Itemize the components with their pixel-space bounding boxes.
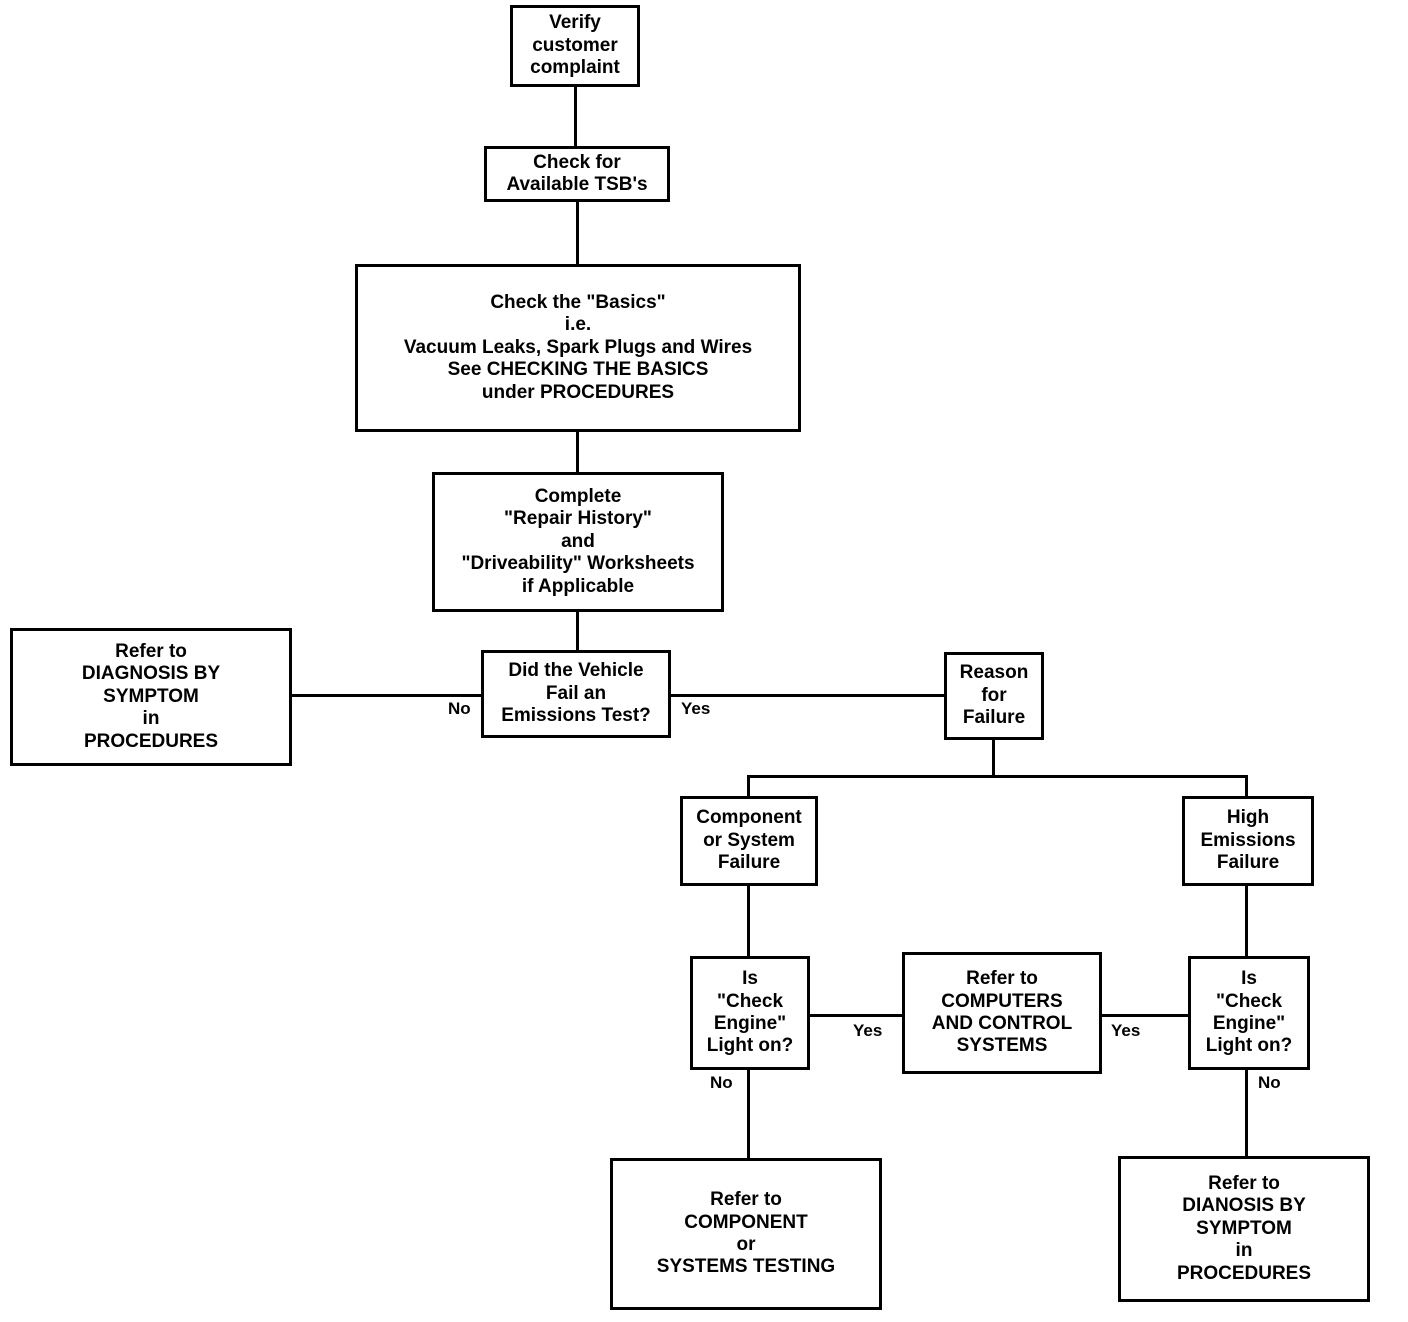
edge-branch-bar xyxy=(747,775,1248,778)
node-line: Verify xyxy=(549,12,601,34)
node-complete-worksheets[interactable]: Complete "Repair History" and "Driveabil… xyxy=(432,472,724,612)
node-line: in xyxy=(142,708,160,730)
node-line: Engine" xyxy=(713,1013,787,1034)
node-line: COMPUTERS xyxy=(941,990,1063,1012)
node-line: i.e. xyxy=(564,314,592,336)
edge-basics-to-worksheets xyxy=(576,430,579,474)
node-line: High xyxy=(1226,807,1270,829)
edge-label-fail-yes: Yes xyxy=(680,699,712,718)
node-line: DIANOSIS BY xyxy=(1182,1195,1306,1217)
node-line: "Repair History" xyxy=(504,508,652,530)
edge-failtest-no-to-diagnosis xyxy=(290,694,483,697)
node-high-emissions-failure[interactable]: High Emissions Failure xyxy=(1182,796,1314,886)
edge-branch-to-component xyxy=(747,775,750,798)
node-line: AND CONTROL xyxy=(931,1013,1073,1034)
node-refer-computers-and-control-systems[interactable]: Refer to COMPUTERS AND CONTROL SYSTEMS xyxy=(902,952,1102,1074)
node-line: in xyxy=(1235,1240,1253,1262)
node-line: "Check xyxy=(1215,990,1283,1012)
node-line: See CHECKING THE BASICS xyxy=(447,359,709,381)
node-refer-diagnosis-by-symptom[interactable]: Refer to DIAGNOSIS BY SYMPTOM in PROCEDU… xyxy=(10,628,292,766)
node-line: Fail an xyxy=(545,682,607,704)
edge-cel-left-yes-to-computers xyxy=(808,1014,904,1017)
node-line: Did the Vehicle xyxy=(508,660,644,682)
node-line: DIAGNOSIS BY xyxy=(81,663,221,685)
node-line: "Check xyxy=(716,990,784,1012)
node-line: Refer to xyxy=(115,640,187,662)
node-line: SYSTEMS TESTING xyxy=(656,1256,836,1278)
node-line: Refer to xyxy=(1208,1172,1280,1194)
node-line: if Applicable xyxy=(521,575,635,597)
node-line: Emissions Test? xyxy=(501,705,651,727)
node-did-vehicle-fail-emissions-test[interactable]: Did the Vehicle Fail an Emissions Test? xyxy=(481,650,671,738)
node-line: SYMPTOM xyxy=(1196,1217,1292,1239)
edge-tsb-to-basics xyxy=(576,200,579,266)
node-check-engine-light-on-left[interactable]: Is "Check Engine" Light on? xyxy=(690,956,810,1070)
node-line: Check for xyxy=(533,151,621,173)
node-line: or System xyxy=(703,829,795,851)
node-line: Failure xyxy=(962,707,1026,729)
edge-label-cel-left-yes: Yes xyxy=(852,1021,884,1040)
node-line: complaint xyxy=(530,57,620,79)
node-line: SYMPTOM xyxy=(103,685,199,707)
edge-worksheets-to-failtest xyxy=(576,610,579,652)
node-refer-dianosis-by-symptom[interactable]: Refer to DIANOSIS BY SYMPTOM in PROCEDUR… xyxy=(1118,1156,1370,1302)
edge-label-cel-right-yes: Yes xyxy=(1110,1021,1142,1040)
edge-label-cel-right-no: No xyxy=(1257,1073,1282,1092)
node-line: Component xyxy=(696,807,802,829)
edge-component-to-cel-left xyxy=(747,884,750,958)
node-check-engine-light-on-right[interactable]: Is "Check Engine" Light on? xyxy=(1188,956,1310,1070)
node-line: and xyxy=(561,530,595,552)
node-reason-for-failure[interactable]: Reason for Failure xyxy=(944,652,1044,740)
node-line: SYSTEMS xyxy=(956,1035,1048,1057)
node-line: PROCEDURES xyxy=(83,730,219,752)
node-line: or xyxy=(736,1234,756,1255)
node-refer-component-or-systems-testing[interactable]: Refer to COMPONENT or SYSTEMS TESTING xyxy=(610,1158,882,1310)
node-check-available-tsbs[interactable]: Check for Available TSB's xyxy=(484,146,670,202)
edge-failtest-yes-to-reason xyxy=(669,694,946,697)
node-line: Is xyxy=(742,968,758,990)
node-line: Vacuum Leaks, Spark Plugs and Wires xyxy=(403,336,753,358)
node-line: Refer to xyxy=(710,1189,782,1211)
edge-branch-to-highemissions xyxy=(1245,775,1248,798)
node-line: "Driveability" Worksheets xyxy=(461,553,695,575)
edge-cel-right-yes-to-computers xyxy=(1100,1014,1190,1017)
node-line: for xyxy=(981,684,1007,706)
edge-verify-to-tsb xyxy=(574,85,577,148)
edge-label-cel-left-no: No xyxy=(709,1073,734,1092)
edge-cel-left-no-to-testing xyxy=(747,1068,750,1160)
node-line: under PROCEDURES xyxy=(481,381,675,403)
node-check-the-basics[interactable]: Check the "Basics" i.e. Vacuum Leaks, Sp… xyxy=(355,264,801,432)
node-line: Failure xyxy=(717,852,781,874)
node-line: Check the "Basics" xyxy=(490,291,666,313)
edge-label-fail-no: No xyxy=(447,699,472,718)
node-line: Engine" xyxy=(1212,1013,1286,1034)
node-line: Reason xyxy=(959,662,1029,684)
node-line: Available TSB's xyxy=(506,174,648,195)
node-line: Is xyxy=(1241,968,1257,990)
node-line: Refer to xyxy=(966,968,1038,990)
node-line: Light on? xyxy=(1205,1035,1293,1057)
node-line: PROCEDURES xyxy=(1176,1262,1312,1284)
node-line: Emissions xyxy=(1200,829,1296,851)
node-line: Light on? xyxy=(706,1035,794,1057)
edge-cel-right-no-to-dianosis xyxy=(1245,1068,1248,1158)
node-line: Complete xyxy=(534,485,622,507)
node-verify-customer-complaint[interactable]: Verify customer complaint xyxy=(510,5,640,87)
node-line: COMPONENT xyxy=(684,1211,808,1233)
edge-reason-trunk xyxy=(992,738,995,777)
node-component-or-system-failure[interactable]: Component or System Failure xyxy=(680,796,818,886)
node-line: Failure xyxy=(1216,852,1280,874)
edge-highemissions-to-cel-right xyxy=(1245,884,1248,958)
node-line: customer xyxy=(532,34,618,56)
